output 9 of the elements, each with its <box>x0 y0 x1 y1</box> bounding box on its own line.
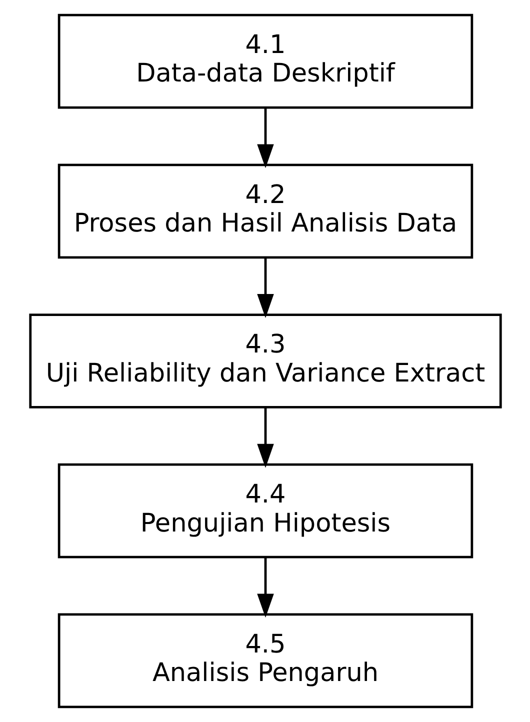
node-box: 4.3 Uji Reliability dan Variance Extract <box>28 314 502 408</box>
node-box: 4.2 Proses dan Hasil Analisis Data <box>57 164 473 259</box>
arrow <box>256 407 274 468</box>
arrow <box>256 557 274 618</box>
node-box: 4.4 Pengujian Hipotesis <box>57 463 473 558</box>
node-box: 4.5 Analisis Pengaruh <box>57 613 473 708</box>
arrow <box>256 108 274 168</box>
node-box: 4.1 Data-data Deskriptif <box>57 14 473 109</box>
arrow <box>256 258 274 318</box>
